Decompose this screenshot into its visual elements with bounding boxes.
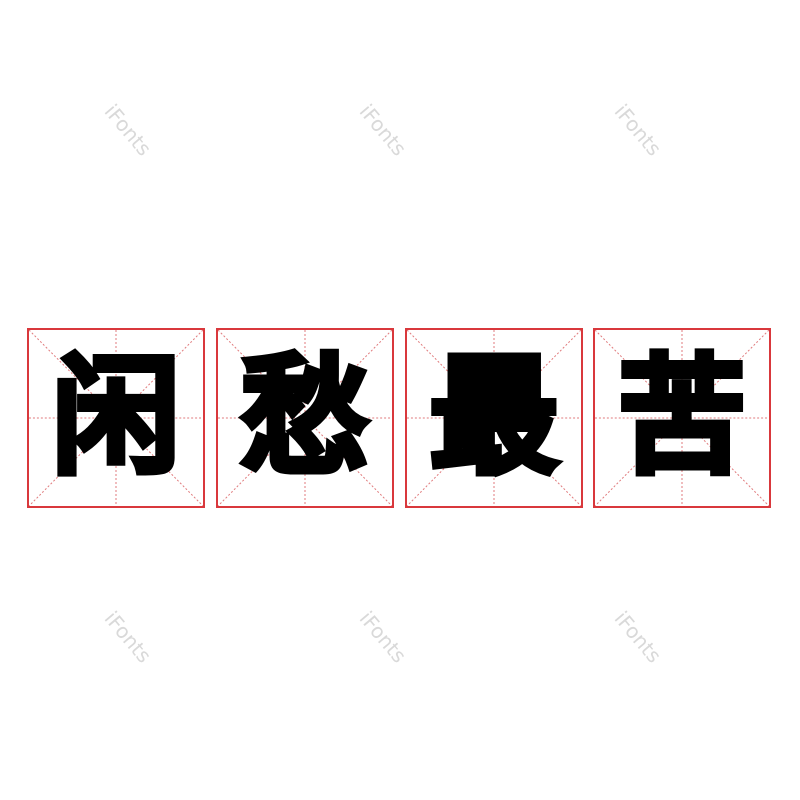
character-box-4: 苦 (593, 328, 771, 508)
watermark-text: iFonts (609, 99, 667, 161)
watermark-text: iFonts (99, 606, 157, 668)
character-box-3: 最 (405, 328, 583, 508)
character-glyph: 闲 (49, 343, 183, 492)
guide-lines-icon (595, 330, 769, 506)
watermark-text: iFonts (99, 99, 157, 161)
character-glyph: 苦 (615, 343, 749, 492)
character-glyph: 愁 (238, 343, 372, 492)
character-glyph: 最 (427, 343, 561, 492)
guide-lines-icon (218, 330, 392, 506)
watermark-text: iFonts (354, 606, 412, 668)
guide-lines-icon (29, 330, 203, 506)
character-box-2: 愁 (216, 328, 394, 508)
watermark-text: iFonts (354, 99, 412, 161)
guide-lines-icon (407, 330, 581, 506)
watermark-text: iFonts (609, 606, 667, 668)
character-box-1: 闲 (27, 328, 205, 508)
